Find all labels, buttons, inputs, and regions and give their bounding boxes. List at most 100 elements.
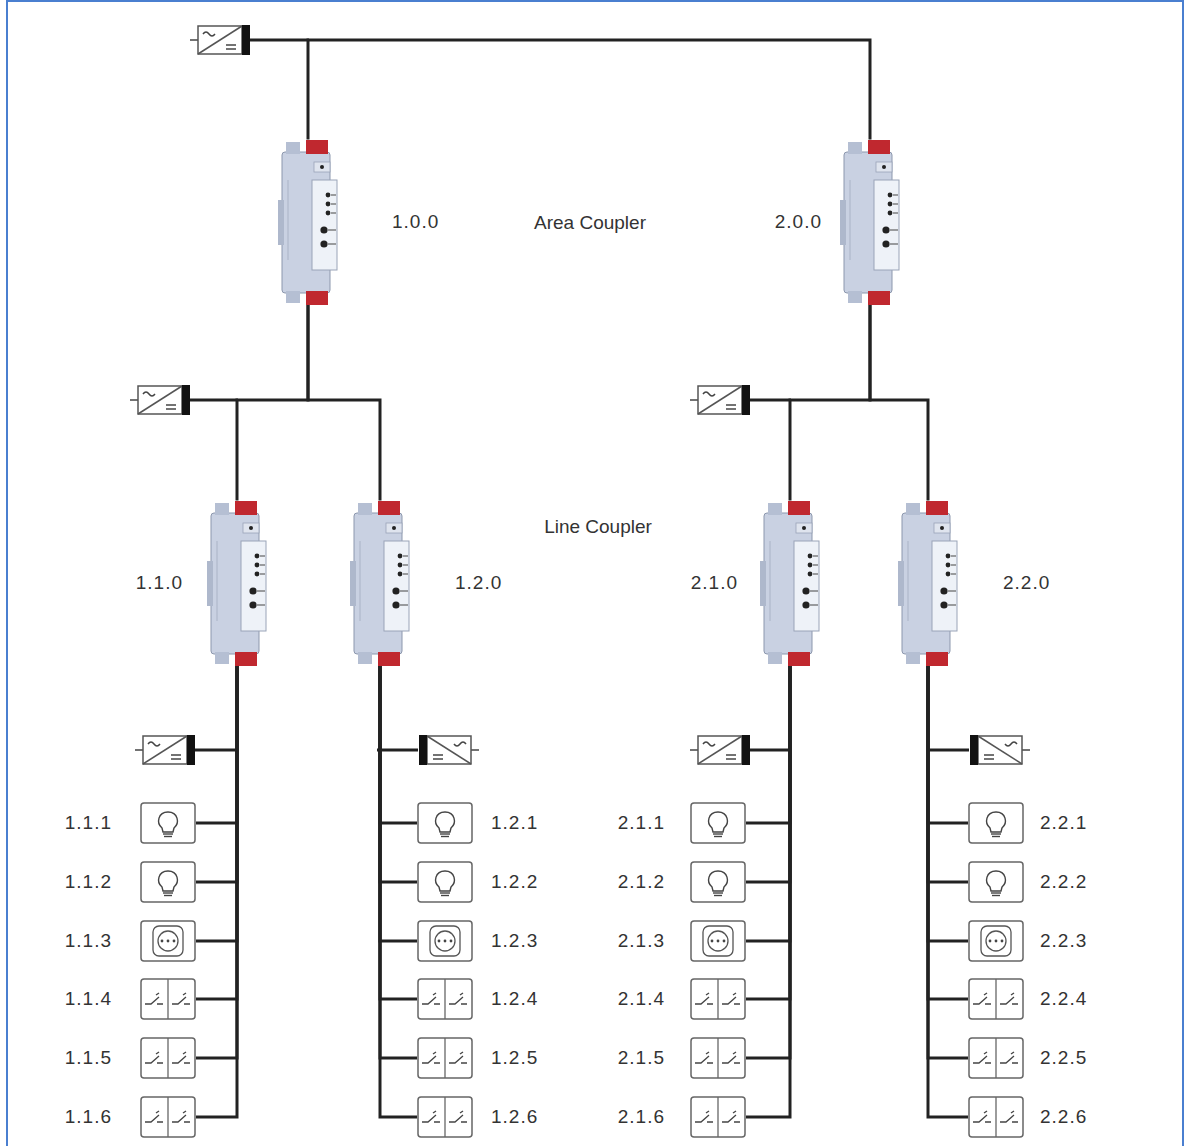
address-label: 2.1.4 [618,988,665,1010]
address-label: 1.1.0 [136,572,183,594]
coupler-node: 1.2.0 [350,501,502,666]
address-label: 2.2.1 [1040,812,1087,834]
bus-device-node: 2.2.1 [968,802,1087,844]
bus-line [746,666,790,883]
bus-device-node: 1.1.3 [65,920,196,962]
bulb-device [140,861,196,903]
address-label: 1.2.6 [491,1106,538,1128]
address-label: 1.2.1 [491,812,538,834]
bulb-device [417,802,473,844]
bus-line [746,666,790,824]
bus-line [746,666,790,1118]
address-label: 1.1.6 [65,1106,112,1128]
bus-line [196,666,237,1000]
switch-device [140,1037,196,1079]
coupler-node: 2.1.0 [691,501,820,666]
bus-line [308,40,870,140]
level-label: Line Coupler [544,516,652,538]
bus-device-node: 2.2.3 [968,920,1087,962]
bus-line [870,305,928,501]
bus-line [196,666,237,1118]
coupler-node: 2.0.0 [775,140,900,305]
coupler-node: 2.2.0 [898,501,1050,666]
bulb-device [417,861,473,903]
bus-device-node: 1.1.5 [65,1037,196,1079]
address-label: 2.2.0 [1003,572,1050,594]
bulb-device [968,861,1024,903]
bus-device-node: 1.1.6 [65,1096,196,1138]
address-label: 2.2.3 [1040,930,1087,952]
switch-device [690,978,746,1020]
address-label: 1.0.0 [392,211,439,233]
switch-device [417,1096,473,1138]
coupler-device [840,140,900,305]
switch-device [968,1096,1024,1138]
bus-line [928,666,968,942]
switch-device [417,1037,473,1079]
bus-line [380,666,417,1000]
bus-line [196,666,237,883]
bus-line [380,666,417,942]
address-label: 1.2.3 [491,930,538,952]
bus-device-node: 2.1.5 [618,1037,746,1079]
address-label: 2.2.2 [1040,871,1087,893]
bus-device-node: 1.2.6 [417,1096,538,1138]
bus-device-node: 1.1.2 [65,861,196,903]
bus-line [196,666,237,824]
bus-device-node: 2.2.4 [968,978,1087,1020]
level-label: Area Coupler [534,212,646,234]
switch-device [690,1096,746,1138]
bus-line [790,305,870,501]
bus-device-node: 2.1.1 [618,802,746,844]
bulb-device [690,802,746,844]
address-label: 2.1.3 [618,930,665,952]
address-label: 1.1.1 [65,812,112,834]
coupler-device [207,501,267,666]
bus-line [380,666,417,883]
bus-line [928,666,968,883]
address-label: 1.2.4 [491,988,538,1010]
bus-line [380,666,417,1059]
address-label: 2.2.6 [1040,1106,1087,1128]
bulb-device [690,861,746,903]
address-label: 1.1.4 [65,988,112,1010]
switch-device [690,1037,746,1079]
coupler-node: 1.1.0 [136,501,267,666]
address-label: 1.2.5 [491,1047,538,1069]
switch-device [968,978,1024,1020]
bus-device-node: 1.1.1 [65,802,196,844]
bus-line [746,666,790,942]
address-label: 1.1.3 [65,930,112,952]
coupler-node: 1.0.0 [278,140,439,305]
bulb-device [140,802,196,844]
bus-device-node: 2.1.4 [618,978,746,1020]
bus-device-node: 1.2.3 [417,920,538,962]
bus-line [196,666,237,1059]
bus-device-node: 2.2.6 [968,1096,1087,1138]
address-label: 1.1.5 [65,1047,112,1069]
bus-device-node: 2.1.2 [618,861,746,903]
bus-line [237,305,308,501]
bus-device-node: 1.1.4 [65,978,196,1020]
switch-device [417,978,473,1020]
address-label: 1.1.2 [65,871,112,893]
bus-device-node: 1.2.2 [417,861,538,903]
bus-line [380,666,417,824]
bus-line [196,666,237,942]
bus-device-node: 1.2.5 [417,1037,538,1079]
bus-device-node: 2.2.5 [968,1037,1087,1079]
address-label: 2.2.5 [1040,1047,1087,1069]
address-label: 2.1.0 [691,572,738,594]
address-label: 1.2.0 [455,572,502,594]
bus-line [928,666,968,1000]
bus-line [746,666,790,1000]
switch-device [968,1037,1024,1079]
coupler-device [278,140,338,305]
bus-line [380,666,417,1118]
switch-device [140,978,196,1020]
socket-device [968,920,1024,962]
bus-device-node: 1.2.1 [417,802,538,844]
bus-line [308,305,380,501]
socket-device [690,920,746,962]
coupler-device [898,501,958,666]
